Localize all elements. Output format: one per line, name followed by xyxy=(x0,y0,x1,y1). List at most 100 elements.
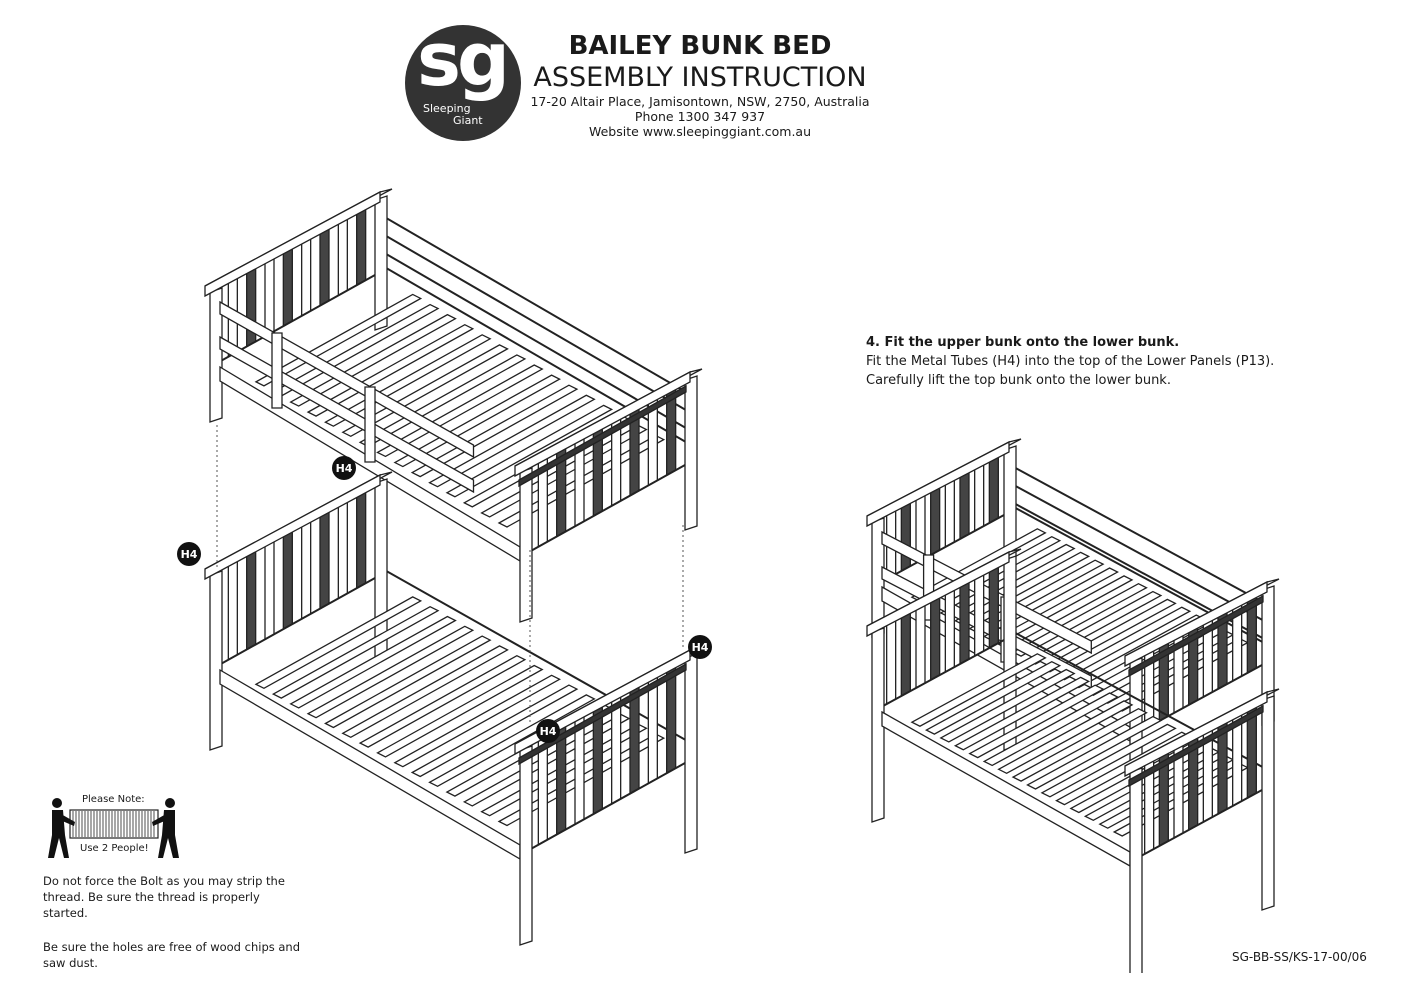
panel-slat xyxy=(356,204,367,287)
panel-slat xyxy=(264,538,275,641)
bed-slat xyxy=(1011,582,1148,657)
bed-slat xyxy=(1026,715,1163,790)
panel-slat xyxy=(988,561,999,650)
panel-slat xyxy=(886,617,897,706)
logo-text-2: Giant xyxy=(453,114,483,127)
panel-top-cap-face xyxy=(1124,580,1268,668)
bed-slat xyxy=(254,596,423,690)
part-marker-h4: H4 xyxy=(688,635,712,659)
guard-rail-middle xyxy=(219,335,475,494)
panel-band xyxy=(1128,594,1264,678)
bed-slat xyxy=(910,653,1047,727)
panel-slat xyxy=(356,487,367,590)
bed-post xyxy=(519,745,533,946)
panel-slat xyxy=(319,507,330,610)
panel-top-cap-face xyxy=(866,440,1010,528)
document-title: BAILEY BUNK BED xyxy=(568,31,832,61)
bed-slat xyxy=(410,684,579,778)
step-instructions: 4. Fit the upper bunk onto the lower bun… xyxy=(866,333,1274,390)
address: 17-20 Altair Place, Jamisontown, NSW, 27… xyxy=(530,94,870,109)
panel-slat xyxy=(900,499,911,573)
bed-slat xyxy=(428,694,596,788)
panel-slat xyxy=(915,601,926,690)
bed-slat xyxy=(393,374,561,468)
panel-slat xyxy=(944,585,955,674)
bed-slat xyxy=(924,660,1062,735)
part-marker-circle xyxy=(177,542,201,566)
foot-panel xyxy=(514,646,703,946)
bed-post xyxy=(519,467,533,623)
back-guard-rail xyxy=(380,214,692,396)
bed-slat xyxy=(376,664,544,758)
bed-slat xyxy=(306,625,475,719)
back-side-rail xyxy=(380,264,692,446)
back-guard-rail xyxy=(1009,464,1269,606)
bed-slat xyxy=(939,668,1076,743)
panel-slat xyxy=(944,475,955,549)
bed-slat xyxy=(306,323,475,417)
website: Website www.sleepinggiant.com.au xyxy=(588,124,812,139)
panel-top-cap-face xyxy=(204,190,381,298)
guard-rail-top xyxy=(881,530,1092,655)
note-paragraph-1: Do not force the Bolt as you may strip t… xyxy=(43,874,285,920)
bed-slat xyxy=(410,384,579,478)
logo-text-1: Sleeping xyxy=(423,102,471,115)
bed-slat xyxy=(953,676,1091,751)
bed-slat xyxy=(1011,707,1148,782)
panel-band xyxy=(518,384,687,488)
back-guard-rail xyxy=(1009,482,1269,624)
part-marker-label: H4 xyxy=(336,462,353,475)
bed-slat xyxy=(271,605,440,699)
panel-slat xyxy=(337,214,348,297)
panel-slat xyxy=(974,569,985,658)
person-head xyxy=(165,798,175,808)
panel-bottom-rail xyxy=(1129,789,1263,863)
step-line-1: Fit the Metal Tubes (H4) into the top of… xyxy=(866,354,1275,369)
bed-slat xyxy=(341,344,509,438)
panel-top-cap-face xyxy=(1124,690,1268,778)
person-silhouette xyxy=(48,810,75,858)
bed-slat xyxy=(341,645,509,739)
upper-bunk-exploded xyxy=(204,188,703,623)
panel-top-cap-face xyxy=(204,473,381,581)
panel-slat xyxy=(282,245,293,328)
note-text: Do not force the Bolt as you may strip t… xyxy=(43,873,305,989)
lower-bunk-exploded xyxy=(204,471,703,946)
part-marker-h4: H4 xyxy=(177,542,201,566)
panel-slat xyxy=(959,577,970,666)
part-marker-h4: H4 xyxy=(332,456,356,480)
bed-post xyxy=(374,195,388,331)
part-marker-circle xyxy=(688,635,712,659)
bed-slat xyxy=(324,635,492,729)
sleeping-giant-logo: sg Sleeping Giant xyxy=(405,17,521,141)
guard-post xyxy=(271,332,283,409)
panel-band xyxy=(518,662,687,766)
panel-slat xyxy=(227,558,238,661)
step-heading: 4. Fit the upper bunk onto the lower bun… xyxy=(866,335,1180,350)
bed-slat xyxy=(968,684,1105,759)
panel-slat xyxy=(319,224,330,307)
panel-slat xyxy=(301,234,312,317)
part-marker-circle xyxy=(332,456,356,480)
phone: Phone 1300 347 937 xyxy=(634,109,766,124)
panel-slat xyxy=(930,483,941,557)
head-panel xyxy=(866,438,1022,638)
panel-bottom-rail xyxy=(519,762,686,856)
step-line-2: Carefully lift the top bunk onto the low… xyxy=(866,373,1171,388)
bed-post xyxy=(684,375,698,531)
panel-bottom-rail xyxy=(209,577,376,671)
bed-slat xyxy=(358,654,527,748)
panel-top-cap-face xyxy=(514,370,691,478)
document-subtitle: ASSEMBLY INSTRUCTION xyxy=(533,62,867,93)
bed-post xyxy=(1129,767,1143,973)
note-title: Please Note: xyxy=(82,794,145,805)
two-people-illustration xyxy=(48,798,179,858)
bed-slat xyxy=(982,692,1119,767)
panel-bottom-rail xyxy=(871,639,1005,713)
bed-slat xyxy=(254,293,423,387)
part-marker-label: H4 xyxy=(540,725,557,738)
part-marker-label: H4 xyxy=(181,548,198,561)
panel-band xyxy=(1128,704,1264,788)
panel-bottom-rail xyxy=(519,464,686,558)
foot-panel xyxy=(1124,578,1280,798)
